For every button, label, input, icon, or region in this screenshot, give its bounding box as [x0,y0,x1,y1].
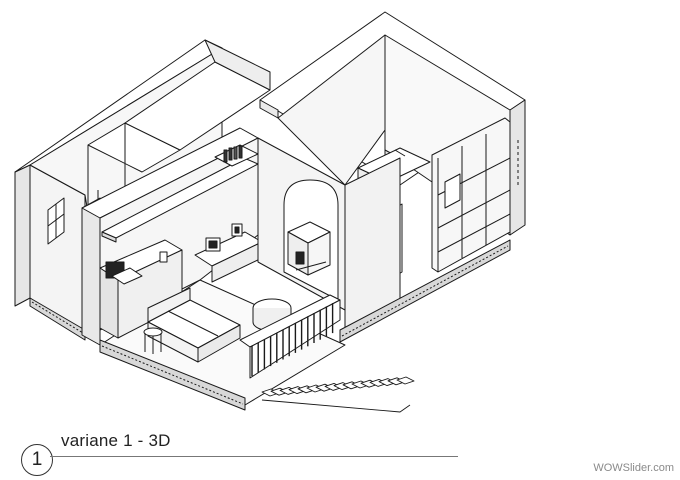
stair-stringer [261,399,411,413]
kitchen-counter [99,239,183,339]
wardrobe-glazing [431,117,519,273]
left-window [47,197,65,245]
railing-bars [251,303,334,376]
watermark: WOWSlider.com [593,462,674,474]
left-outer-wall [14,164,31,307]
main-room-right-wall [509,99,526,236]
arched-niche [257,137,346,311]
living-area [81,127,346,411]
caption-title: variane 1 - 3D [61,431,171,450]
staircase [261,376,415,413]
wall-shelves [101,144,259,243]
caption-rule [50,456,458,457]
caption-number: 1 [21,444,53,476]
fireplace [287,221,331,276]
stair-step [396,376,415,385]
left-slab [29,297,86,341]
left-wing [14,39,271,341]
main-room-front-edge [339,239,511,343]
front-wall [81,197,101,346]
stool [143,327,163,354]
partition-wall-3 [204,39,271,91]
